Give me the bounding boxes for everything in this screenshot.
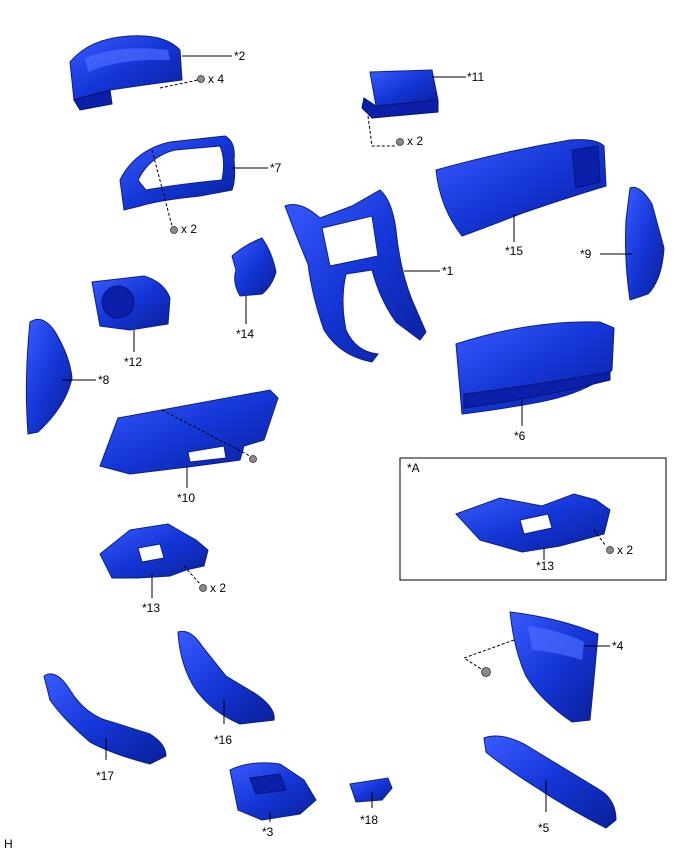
part-13-bracket-inset [455,493,611,553]
part-4-pillar-trim [509,611,599,723]
callout-7: *7 [270,161,282,175]
inset-label-A: *A [407,461,420,475]
dash-7 [151,149,173,227]
callout-18: *18 [360,813,378,827]
callout-10: *10 [177,491,195,505]
part-5-scuff-plate [483,735,617,829]
callout-2: *2 [234,49,246,63]
inset-box-A [399,457,667,581]
bolt-icon [606,546,614,554]
callout-16: *16 [214,733,232,747]
part-3-console-box [229,762,317,821]
callout-1: *1 [442,264,454,278]
part-10-lower-panel [99,389,279,475]
bolt-icon [170,226,178,234]
corner-mark: H [4,837,13,851]
qty-2: x 4 [208,72,224,86]
dash-10 [161,409,251,457]
callout-3: *3 [262,825,274,839]
part-9-side-trim [625,186,665,301]
dash-11 [367,115,396,147]
callout-9: *9 [580,247,592,261]
bolt-icon [197,75,205,83]
callout-13b: *13 [536,559,554,573]
callout-11: *11 [467,70,484,84]
part-15-upper-panel [435,139,607,237]
part-11-display [361,69,439,119]
part-2-meter-cluster [69,35,183,111]
part-1-center-cluster [284,189,427,363]
dash-13 [183,565,201,585]
callout-12: *12 [124,355,142,369]
part-14-trim-piece [231,237,277,297]
dash-2 [159,79,199,89]
callout-4: *4 [612,639,624,653]
qty-7: x 2 [181,222,197,236]
callout-14: *14 [236,327,254,341]
dash-4 [462,639,515,673]
part-16-console-side [177,630,275,725]
callout-6: *6 [514,429,526,443]
qty-13: x 2 [210,581,226,595]
bolt-icon [249,455,257,463]
bolt-icon [396,138,404,146]
part-8-side-panel [25,318,73,435]
bolt-icon [481,667,491,677]
callout-5: *5 [538,821,550,835]
dash-13b [593,529,607,547]
part-18-clip [349,777,393,803]
qty-11: x 2 [407,134,423,148]
part-17-console-side [43,673,167,765]
part-12-vent-panel [91,275,171,331]
part-13-bracket [99,523,209,579]
callout-8: *8 [98,373,110,387]
callout-13: *13 [142,601,160,615]
qty-13b: x 2 [617,543,633,557]
part-6-glove-box [455,321,615,415]
part-7-cluster-bezel [119,135,236,211]
callout-17: *17 [96,769,114,783]
callout-15: *15 [505,244,523,258]
bolt-icon [199,584,207,592]
